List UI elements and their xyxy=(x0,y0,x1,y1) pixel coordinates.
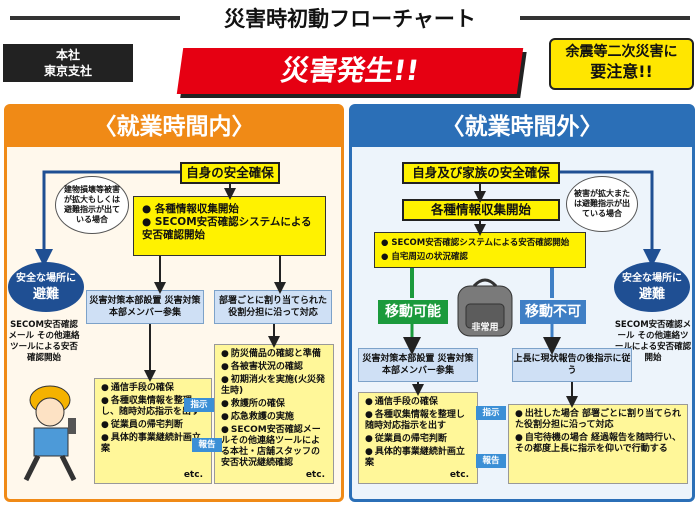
panel-header-off: 〈就業時間外〉 xyxy=(352,107,692,147)
left-hq-task: 従業員の帰宅判断 xyxy=(101,420,205,431)
disaster-banner: 災害発生!! xyxy=(176,48,524,94)
bag-label: 非常用 xyxy=(471,323,499,333)
right-evac-line2: 避難 xyxy=(638,287,665,302)
title-rule-right xyxy=(520,16,690,20)
left-hq-box: 災害対策本部設置 災害対策本部メンバー参集 xyxy=(86,290,204,324)
right-info-list: ● SECOM安否確認システムによる安否確認開始 ● 自宅周辺の状況確認 xyxy=(374,232,586,268)
right-instruction-tag: 指示 xyxy=(476,406,506,420)
left-info-item-0: ● 各種情報収集開始 xyxy=(142,203,239,215)
immovable-label: 移動不可 xyxy=(520,300,586,324)
left-dept-box: 部署ごとに割り当てられた役割分担に沿って対応 xyxy=(214,290,332,324)
right-hq-task-list: 通信手段の確保 各種収集情報を整理し随時対応指示を出す 従業員の帰宅判断 具体的… xyxy=(358,392,478,484)
left-hq-task: 各種収集情報を整理し、随時対応指示を出す xyxy=(101,396,205,418)
right-report-tag: 報告 xyxy=(476,454,506,468)
right-evacuate-oval: 安全な場所に 避難 xyxy=(614,262,690,312)
warning-line1: 余震等二次災害に xyxy=(565,44,678,60)
left-evac-note: SECOM安否確認メール その他連絡ツールによる安否確認開始 xyxy=(8,320,80,363)
right-standby-list: 出社した場合 部署ごとに割り当てられた役割分担に沿って対応 自宅待機の場合 経過… xyxy=(508,404,688,484)
left-dept-etc: etc. xyxy=(305,470,325,480)
left-report-tag: 報告 xyxy=(192,438,222,452)
left-info-box: ● 各種情報収集開始 ● SECOM安否確認システムによる安否確認開始 xyxy=(133,196,326,256)
left-evac-line1: 安全な場所に xyxy=(16,273,76,284)
right-hq-task: 具体的事業継続計画立案 xyxy=(365,447,471,469)
aftershock-warning: 余震等二次災害に 要注意!! xyxy=(549,38,694,90)
right-info-box: 各種情報収集開始 xyxy=(402,199,560,221)
panel-header-working: 〈就業時間内〉 xyxy=(7,107,341,147)
right-hq-task: 各種収集情報を整理し随時対応指示を出す xyxy=(365,410,471,432)
left-evac-line2: 避難 xyxy=(32,287,59,302)
right-standby-item: 自宅待機の場合 経過報告を随時行い、その都度上長に指示を仰いで行動する xyxy=(515,433,681,455)
right-safety-box: 自身及び家族の安全確保 xyxy=(402,162,560,184)
left-dept-task-list: 防災備品の確認と準備 各被害状況の確認 初期消火を実施(火災発生時) 救護所の確… xyxy=(214,344,334,484)
right-evac-note: SECOM安否確認メール その他連絡ツールによる安否確認開始 xyxy=(614,320,692,363)
left-hq-task: 具体的事業継続計画立案 xyxy=(101,433,205,455)
left-condition-bubble: 建物損壊等被害が拡大もしくは避難指示が出ている場合 xyxy=(55,176,129,234)
right-info-item-0: ● SECOM安否確認システムによる安否確認開始 xyxy=(381,238,570,248)
left-instruction-tag: 指示 xyxy=(184,398,214,412)
left-hq-task: 通信手段の確保 xyxy=(101,383,205,394)
left-dept-task: 各被害状況の確認 xyxy=(221,362,327,373)
right-evac-line1: 安全な場所に xyxy=(622,273,682,284)
left-evacuate-oval: 安全な場所に 避難 xyxy=(8,262,84,312)
worker-figure-icon xyxy=(23,385,77,482)
title-rule-left xyxy=(10,16,180,20)
left-dept-task: 応急救護の実施 xyxy=(221,412,327,423)
right-standby-item: 出社した場合 部署ごとに割り当てられた役割分担に沿って対応 xyxy=(515,409,681,431)
office-line2: 東京支社 xyxy=(43,64,92,78)
right-info-item-1: ● 自宅周辺の状況確認 xyxy=(381,252,468,262)
left-dept-task: 救護所の確保 xyxy=(221,399,327,410)
left-info-item-1: ● SECOM安否確認システムによる安否確認開始 xyxy=(142,216,312,241)
left-safety-box: 自身の安全確保 xyxy=(180,162,280,184)
left-dept-task: 防災備品の確認と準備 xyxy=(221,349,327,360)
emergency-bag-icon xyxy=(457,278,513,337)
warning-line2: 要注意!! xyxy=(590,62,653,81)
right-hq-task: 通信手段の確保 xyxy=(365,397,471,408)
office-line1: 本社 xyxy=(55,48,80,62)
left-dept-task: SECOM安否確認メールその他連絡ツールによる本社・店舗スタッフの安否状況継続確… xyxy=(221,425,327,469)
right-condition-bubble: 被害が拡大または避難指示が出ている場合 xyxy=(566,176,638,232)
right-hq-task: 従業員の帰宅判断 xyxy=(365,434,471,445)
right-hq-box: 災害対策本部設置 災害対策本部メンバー参集 xyxy=(358,348,478,382)
right-report-box: 上長に現状報告の後指示に従う xyxy=(512,348,632,382)
left-dept-task: 初期消火を実施(火災発生時) xyxy=(221,375,327,397)
office-label: 本社 東京支社 xyxy=(3,44,133,82)
right-hq-etc: etc. xyxy=(449,470,469,480)
movable-label: 移動可能 xyxy=(378,300,448,324)
left-hq-task-list: 通信手段の確保 各種収集情報を整理し、随時対応指示を出す 従業員の帰宅判断 具体… xyxy=(94,378,212,484)
left-hq-etc: etc. xyxy=(183,470,203,480)
page-title: 災害時初動フローチャート xyxy=(224,7,476,31)
